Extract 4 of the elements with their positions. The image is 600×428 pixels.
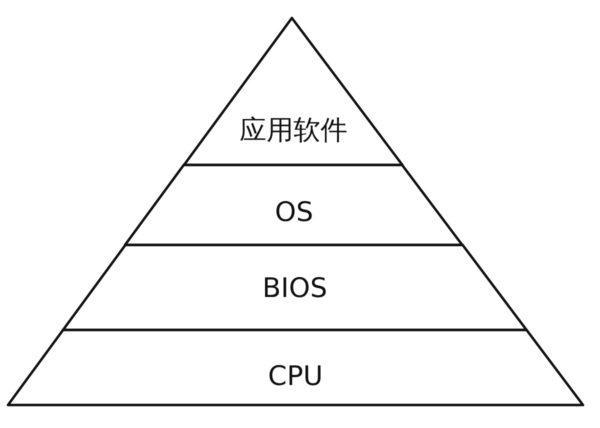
pyramid-layer: CPU xyxy=(8,330,583,405)
pyramid-layer: BIOS xyxy=(63,245,527,330)
pyramid-layer: OS xyxy=(125,165,463,245)
pyramid-layer: 应用软件 xyxy=(184,18,403,165)
